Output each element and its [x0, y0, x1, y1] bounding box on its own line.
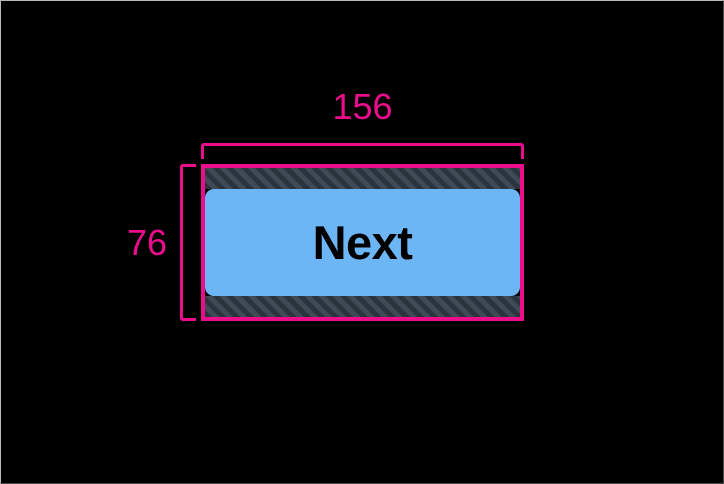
height-measurement-label: 76	[126, 221, 167, 263]
next-button-label: Next	[312, 216, 413, 269]
top-margin-hatch	[205, 168, 520, 189]
measured-element-outline[interactable]: Next	[201, 164, 524, 321]
bottom-margin-hatch	[205, 296, 520, 317]
width-caliper-bracket	[201, 143, 524, 159]
next-button[interactable]: Next	[205, 189, 520, 296]
width-measurement-label: 156	[332, 86, 393, 127]
height-caliper-bracket	[180, 164, 196, 321]
